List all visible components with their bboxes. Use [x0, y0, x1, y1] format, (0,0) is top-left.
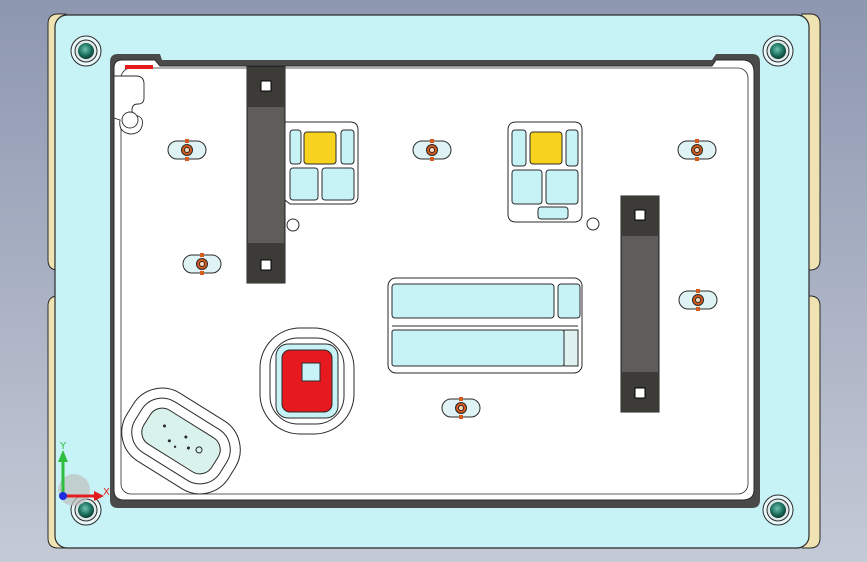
axis-x-label: X [103, 487, 110, 498]
red-marker-pocket[interactable] [259, 327, 355, 435]
pad-pocket-left[interactable] [284, 121, 359, 205]
pad-pocket-right[interactable] [507, 121, 583, 223]
locator-pin-icon[interactable] [441, 397, 481, 419]
locator-pin-icon[interactable] [677, 139, 717, 161]
clamp-bar-icon[interactable] [246, 66, 286, 284]
locator-pin-icon[interactable] [182, 253, 222, 275]
locator-pins [167, 139, 718, 419]
locator-pin-icon[interactable] [678, 289, 718, 311]
corner-screw-icon[interactable] [762, 494, 794, 526]
corner-screw-icon[interactable] [70, 35, 102, 67]
corner-screws [70, 35, 794, 526]
corner-screw-icon[interactable] [762, 35, 794, 67]
locator-pin-icon[interactable] [167, 139, 207, 161]
small-hole [586, 217, 600, 231]
corner-notch [113, 65, 153, 135]
insert-inner-edge [120, 67, 749, 495]
axis-y-label: Y [60, 441, 67, 452]
clamp-bar-icon[interactable] [620, 195, 660, 413]
yellow-pad [529, 131, 563, 165]
small-hole [286, 218, 300, 232]
axis-triad-icon[interactable] [58, 450, 104, 506]
yellow-pad [303, 131, 337, 165]
oval-part-pocket[interactable] [109, 375, 253, 506]
locator-pin-icon[interactable] [412, 139, 452, 161]
center-slot-pocket[interactable] [387, 277, 583, 374]
notch-hole [121, 111, 139, 129]
red-marker-bar [125, 65, 153, 69]
